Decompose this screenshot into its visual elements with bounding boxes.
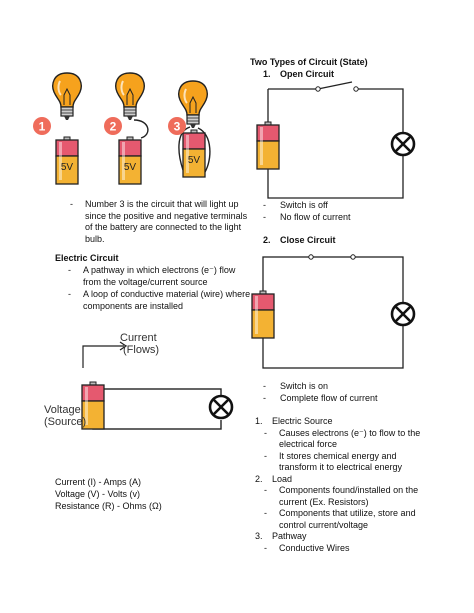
open-circuit-number: 1. <box>263 69 271 79</box>
unit-voltage: Voltage (V) - Volts (v) <box>55 489 141 499</box>
current-arrow <box>82 345 124 368</box>
close-circuit-number: 2. <box>263 235 271 245</box>
badge-3-label: 3 <box>174 120 181 134</box>
list-item: -No flow of current <box>263 212 351 222</box>
voltage-sub: (Source) <box>44 416 86 428</box>
bulb-2 <box>114 72 146 121</box>
bulb-1 <box>51 72 83 121</box>
components-item-source: 1. Electric Source -Causes electrons (e⁻… <box>255 416 425 474</box>
components-item-pathway: 3. Pathway -Conductive Wires <box>255 531 425 554</box>
wire-3b <box>197 127 211 173</box>
components-item-load: 2. Load -Components found/installed on t… <box>255 474 425 532</box>
battery-1 <box>55 136 79 185</box>
battery-2-label: 5V <box>124 162 137 173</box>
open-switch <box>317 81 353 90</box>
battery-2 <box>118 136 142 185</box>
electric-circuit-list: - A pathway in which electrons (e⁻) flow… <box>68 265 253 312</box>
list-item: -Complete flow of current <box>263 393 378 403</box>
left-circuit-lamp <box>208 394 234 420</box>
battery-3-label: 5V <box>188 155 201 166</box>
note-text: Number 3 is the circuit that will light … <box>85 199 248 244</box>
left-circuit-wire <box>92 388 222 430</box>
close-circuit-wire <box>262 256 404 369</box>
list-item: -It stores chemical energy and transform… <box>264 450 403 473</box>
open-circuit-list: -Switch is off -No flow of current <box>263 199 443 223</box>
badge-1-label: 1 <box>39 120 46 134</box>
list-item: -Conductive Wires <box>264 542 350 553</box>
open-circuit-wire <box>267 88 404 199</box>
open-battery <box>256 121 280 170</box>
list-item: - A loop of conductive material (wire) w… <box>68 289 251 311</box>
list-item: -Components that utilize, store and cont… <box>264 508 416 530</box>
circuit-types-title: Two Types of Circuit (State) <box>250 57 368 67</box>
note-item: - Number 3 is the circuit that will ligh… <box>70 199 250 245</box>
voltage-label: Voltage <box>44 404 81 416</box>
wire-2 <box>133 119 149 139</box>
close-circuit-heading: Close Circuit <box>280 235 336 245</box>
badge-3 <box>168 117 186 135</box>
current-label: Current <box>120 332 157 344</box>
badge-2-label: 2 <box>110 120 117 134</box>
battery-1-label: 5V <box>61 162 74 173</box>
badge-2 <box>104 117 122 135</box>
list-item: -Switch is off <box>263 200 328 210</box>
wire-3a <box>178 126 191 171</box>
current-sub: (Flows) <box>123 344 159 356</box>
unit-current: Current (I) - Amps (A) <box>55 477 142 487</box>
list-item: - A pathway in which electrons (e⁻) flow… <box>68 265 236 287</box>
electric-circuit-title: Electric Circuit <box>55 253 119 263</box>
close-battery <box>251 290 275 339</box>
battery-3 <box>182 129 206 178</box>
list-item: -Switch is on <box>263 381 329 391</box>
close-lamp <box>390 301 416 327</box>
list-item: -Causes electrons (e⁻) to flow to the el… <box>264 427 421 450</box>
badge-1 <box>33 117 51 135</box>
open-lamp <box>390 131 416 157</box>
open-circuit-heading: Open Circuit <box>280 69 335 79</box>
unit-resistance: Resistance (R) - Ohms (Ω) <box>55 501 162 511</box>
units-list: Current (I) - Amps (A) Voltage (V) - Vol… <box>55 476 162 512</box>
close-circuit-list: -Switch is on -Complete flow of current <box>263 380 443 404</box>
components-list: 1. Electric Source -Causes electrons (e⁻… <box>255 416 425 554</box>
list-item: -Components found/installed on the curre… <box>264 485 419 507</box>
